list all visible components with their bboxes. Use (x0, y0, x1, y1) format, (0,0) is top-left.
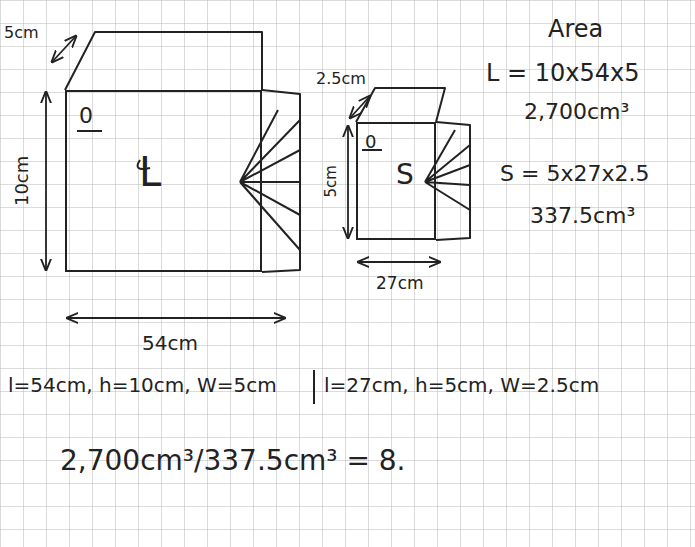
calculation-text: L = 10x54x5 (486, 60, 640, 86)
small-box (356, 88, 470, 240)
height-label: 5cm (323, 165, 340, 197)
large-box (65, 32, 300, 272)
calculation-text: S = 5x27x2.5 (500, 162, 649, 186)
result-text: 2,700cm³ (524, 100, 629, 124)
handle-mark: 0 (79, 104, 93, 128)
handle-mark: 0 (365, 132, 376, 152)
length-label: 54cm (142, 332, 198, 354)
box-letter: L (139, 150, 161, 194)
large-box-face: 0L (65, 90, 262, 272)
length-label: 27cm (376, 274, 424, 293)
dimension-list: l=27cm, h=5cm, W=2.5cm (324, 374, 599, 396)
separator-line (313, 370, 315, 404)
depth-label: 2.5cm (316, 70, 366, 88)
dimension-arrows (46, 36, 440, 318)
box-letter: S (396, 160, 414, 191)
ratio-text: 2,700cm³/337.5cm³ = 8. (60, 446, 406, 477)
dimension-list: l=54cm, h=10cm, W=5cm (8, 374, 277, 396)
heading-text: Area (548, 16, 603, 42)
height-label: 10cm (12, 156, 32, 206)
small-box-face: 0S (356, 122, 436, 240)
result-text: 337.5cm³ (530, 204, 635, 228)
depth-label: 5cm (4, 24, 39, 42)
